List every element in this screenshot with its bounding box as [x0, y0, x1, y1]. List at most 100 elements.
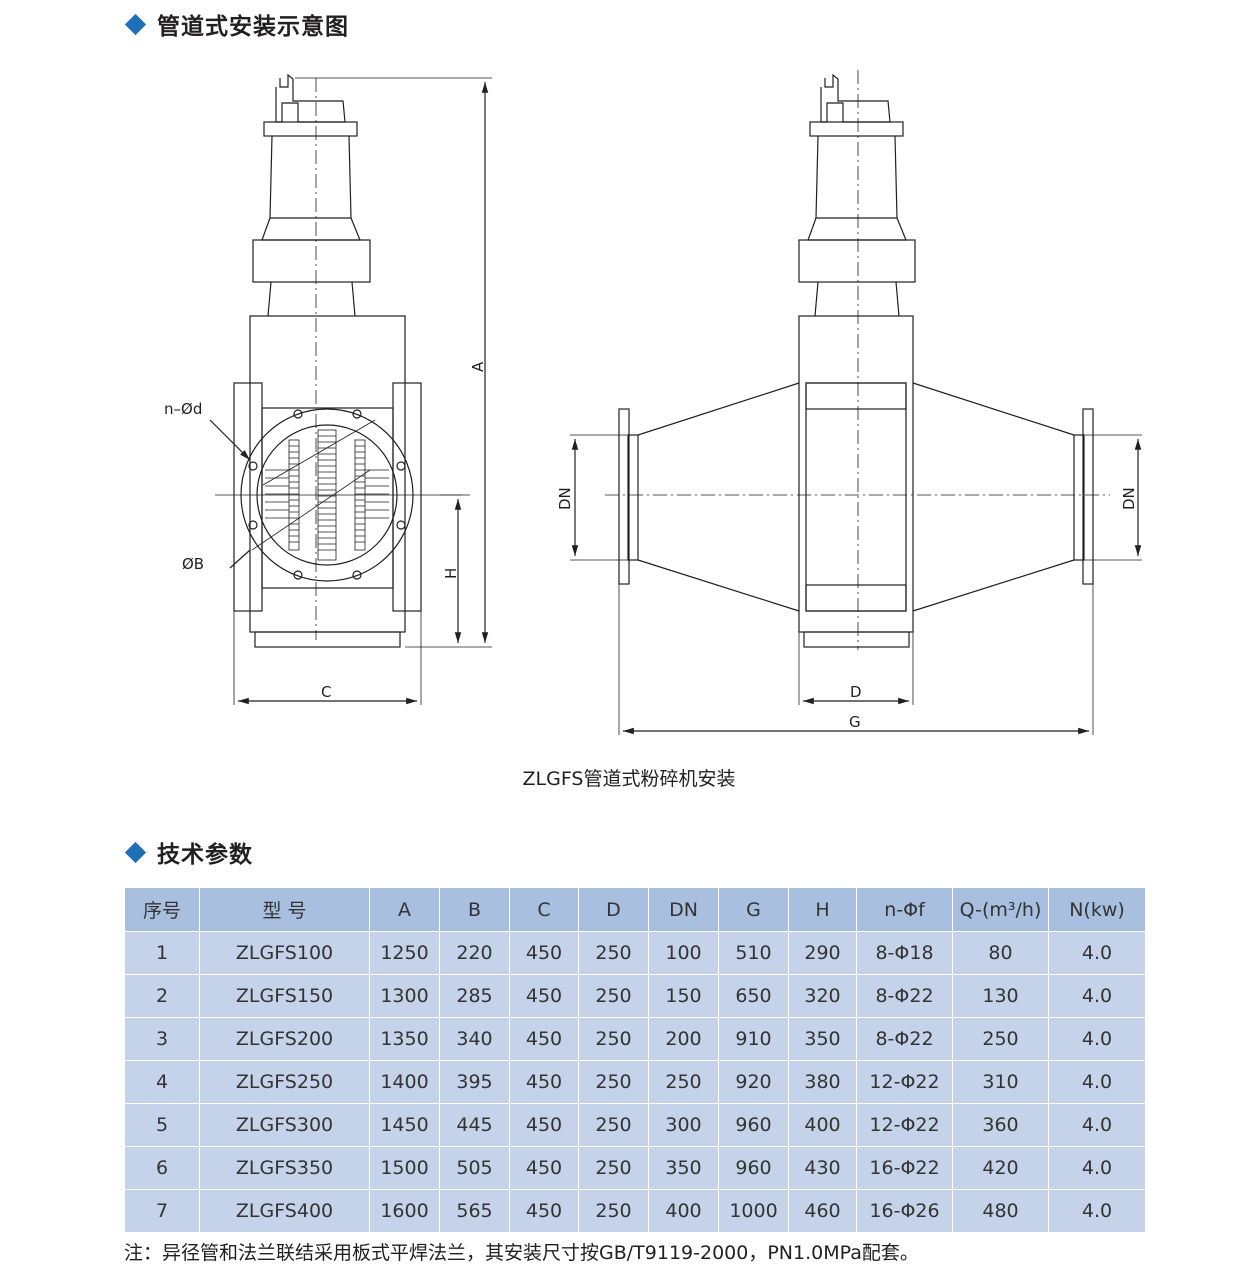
table-cell: 960: [718, 1146, 789, 1190]
installation-drawing: n–Ød ØB A H C DN DN D G: [164, 70, 1142, 735]
table-cell: 250: [578, 1146, 649, 1190]
front-view: [570, 70, 1142, 735]
table-cell: 1000: [718, 1189, 789, 1233]
table-cell: 1400: [369, 1060, 440, 1104]
table-cell: 1600: [369, 1189, 440, 1233]
table-cell: 8-Φ22: [856, 974, 953, 1018]
table-cell: 380: [788, 1060, 857, 1104]
table-cell: 250: [952, 1017, 1049, 1061]
table-cell: 6: [124, 1146, 200, 1190]
table-cell: 4.0: [1048, 1103, 1146, 1147]
table-cell: 285: [439, 974, 510, 1018]
table-cell: 250: [648, 1060, 719, 1104]
table-cell: ZLGFS350: [199, 1146, 370, 1190]
table-cell: 250: [578, 974, 649, 1018]
table-cell: 450: [509, 1103, 579, 1147]
header-cell: n-Φf: [856, 887, 953, 932]
spec-table: 序号 型 号 A B C D DN G H n-Φf Q-(m³/h) N(kw…: [124, 887, 1146, 1233]
table-cell: 12-Φ22: [856, 1103, 953, 1147]
table-cell: 340: [439, 1017, 510, 1061]
table-cell: 16-Φ26: [856, 1189, 953, 1233]
side-view: [209, 73, 492, 705]
table-cell: 2: [124, 974, 200, 1018]
table-cell: 430: [788, 1146, 857, 1190]
table-cell: 4: [124, 1060, 200, 1104]
label-a: A: [469, 361, 487, 372]
table-cell: 7: [124, 1189, 200, 1233]
table-cell: 250: [578, 1060, 649, 1104]
section-title-text: 管道式安装示意图: [157, 14, 349, 40]
label-dn-right: DN: [1120, 487, 1138, 510]
table-cell: 4.0: [1048, 931, 1146, 975]
header-cell: H: [788, 887, 857, 932]
header-cell: 型 号: [199, 887, 370, 932]
table-cell: 16-Φ22: [856, 1146, 953, 1190]
table-cell: 250: [578, 1103, 649, 1147]
label-g: G: [849, 713, 861, 731]
table-cell: 3: [124, 1017, 200, 1061]
table-cell: 450: [509, 1189, 579, 1233]
table-header-row: 序号 型 号 A B C D DN G H n-Φf Q-(m³/h) N(kw…: [124, 887, 1146, 932]
table-cell: 400: [788, 1103, 857, 1147]
table-cell: 420: [952, 1146, 1049, 1190]
footnote: 注：异径管和法兰联结采用板式平焊法兰，其安装尺寸按GB/T9119-2000，P…: [124, 1242, 919, 1264]
table-cell: ZLGFS150: [199, 974, 370, 1018]
diamond-bullet-icon: [124, 13, 147, 35]
table-cell: 960: [718, 1103, 789, 1147]
table-cell: 565: [439, 1189, 510, 1233]
header-cell: C: [509, 887, 579, 932]
label-h: H: [442, 568, 460, 579]
label-dn-left: DN: [556, 487, 574, 510]
table-cell: 4.0: [1048, 974, 1146, 1018]
header-cell: A: [369, 887, 440, 932]
table-cell: 320: [788, 974, 857, 1018]
table-cell: 360: [952, 1103, 1049, 1147]
section-title-install: 管道式安装示意图: [124, 9, 349, 40]
table-cell: 12-Φ22: [856, 1060, 953, 1104]
table-cell: 1250: [369, 931, 440, 975]
header-cell: N(kw): [1048, 887, 1146, 932]
table-cell: 650: [718, 974, 789, 1018]
table-cell: 1: [124, 931, 200, 975]
label-ob: ØB: [182, 555, 204, 573]
table-cell: 220: [439, 931, 510, 975]
table-cell: 4.0: [1048, 1146, 1146, 1190]
table-cell: 250: [578, 931, 649, 975]
table-cell: ZLGFS250: [199, 1060, 370, 1104]
table-cell: 1300: [369, 974, 440, 1018]
section-title-specs: 技术参数: [124, 837, 253, 868]
section-title-text: 技术参数: [157, 842, 253, 868]
table-cell: 8-Φ18: [856, 931, 953, 975]
table-cell: 350: [788, 1017, 857, 1061]
table-cell: 505: [439, 1146, 510, 1190]
header-cell: G: [718, 887, 789, 932]
header-cell: Q-(m³/h): [952, 887, 1049, 932]
table-cell: 445: [439, 1103, 510, 1147]
header-cell: D: [578, 887, 649, 932]
header-cell: B: [439, 887, 510, 932]
table-cell: 200: [648, 1017, 719, 1061]
label-n-od: n–Ød: [164, 400, 202, 418]
table-cell: 4.0: [1048, 1189, 1146, 1233]
table-cell: 510: [718, 931, 789, 975]
table-cell: 8-Φ22: [856, 1017, 953, 1061]
header-cell: 序号: [124, 887, 200, 932]
table-cell: 350: [648, 1146, 719, 1190]
bolt-holes: [248, 409, 406, 580]
table-cell: 450: [509, 974, 579, 1018]
table-cell: 300: [648, 1103, 719, 1147]
label-c: C: [321, 683, 331, 701]
table-cell: 480: [952, 1189, 1049, 1233]
table-cell: 5: [124, 1103, 200, 1147]
table-cell: 150: [648, 974, 719, 1018]
table-cell: 1350: [369, 1017, 440, 1061]
label-d: D: [850, 683, 862, 701]
table-cell: 920: [718, 1060, 789, 1104]
table-cell: ZLGFS300: [199, 1103, 370, 1147]
